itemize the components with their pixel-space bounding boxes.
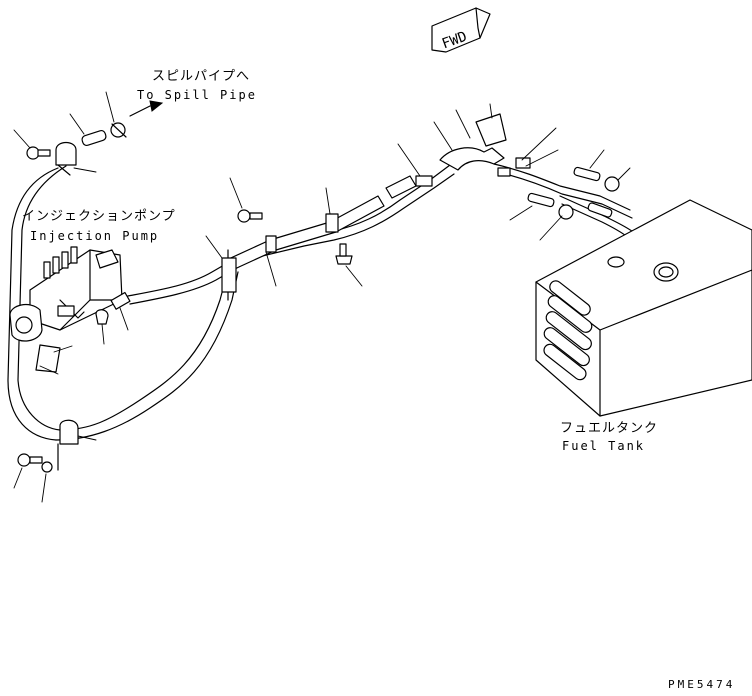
spill-pipe-label-en: To Spill Pipe: [137, 88, 257, 102]
flow-arrow-icon: [129, 100, 164, 117]
injection-pump-label-jp: インジェクションポンプ: [22, 209, 176, 224]
fuel-tank-label-en: Fuel Tank: [562, 439, 646, 453]
mid-bolts: [237, 209, 353, 265]
fuel-tank-drawing: [535, 199, 752, 417]
drawing-number: PME5474: [668, 678, 736, 691]
fuel-tank-label-jp: フュエルタンク: [560, 421, 659, 436]
spill-pipe-label-jp: スピルパイプへ: [152, 69, 251, 84]
injection-pump-drawing: [9, 246, 131, 373]
spill-return-line: [26, 122, 127, 176]
fwd-arrow-icon: FWD: [431, 7, 491, 53]
leader-lines: [13, 91, 631, 503]
lower-clip: [17, 419, 79, 473]
injection-pump-label-en: Injection Pump: [30, 229, 160, 243]
